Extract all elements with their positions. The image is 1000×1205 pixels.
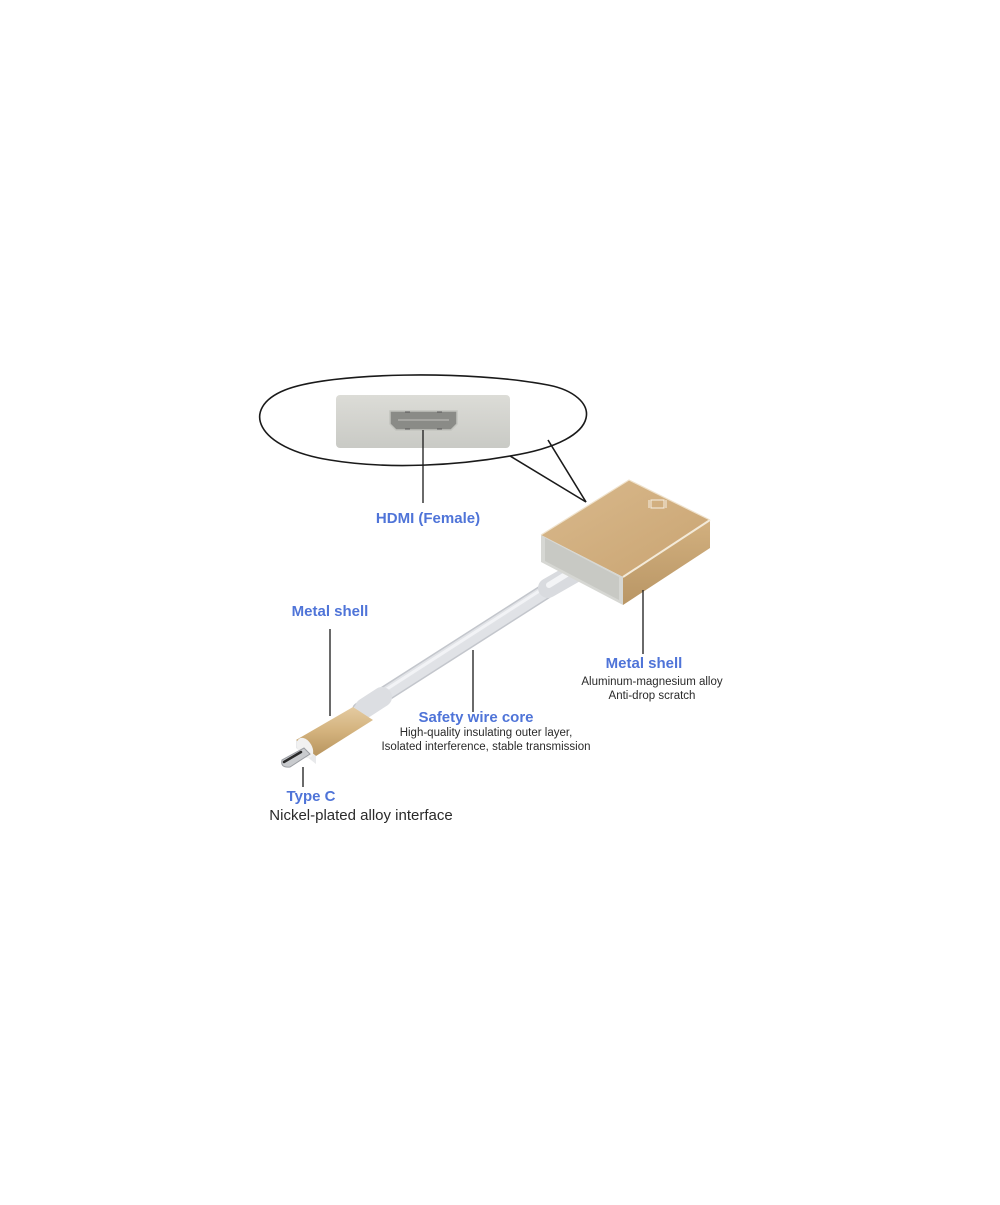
hdmi-zoom-bubble [258,374,588,503]
cable-desc-2: Isolated interference, stable transmissi… [381,741,591,753]
adapter-shell-label: Metal shell [605,655,683,672]
adapter-shell-desc-1: Aluminum-magnesium alloy [581,676,723,688]
display-port-icon [648,499,667,509]
type-c-plug [281,629,373,787]
plug-shell-label: Metal shell [291,603,369,620]
type-c-desc: Nickel-plated alloy interface [269,807,453,824]
adapter-body [540,479,711,654]
cable-label: Safety wire core [418,709,534,726]
hdmi-label: HDMI (Female) [375,510,481,527]
adapter-shell-desc-2: Anti-drop scratch [608,690,696,702]
cable-desc-1: High-quality insulating outer layer, [399,727,573,739]
cable [352,562,586,718]
type-c-label: Type C [286,788,336,805]
